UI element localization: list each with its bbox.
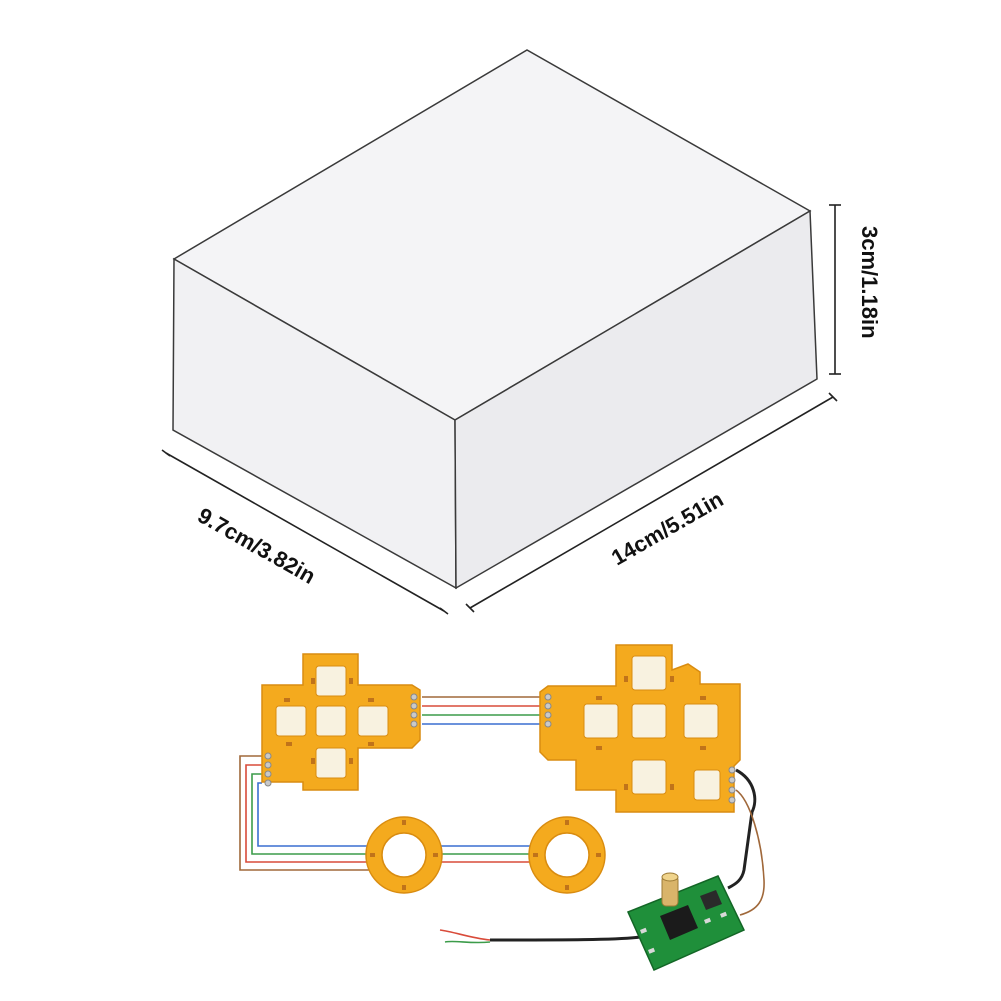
width-dimension-line <box>469 396 834 609</box>
button-pad-left <box>583 703 619 739</box>
smd-component <box>640 927 648 934</box>
buttons-solder-pads <box>544 693 736 804</box>
dimension-lines <box>161 204 841 615</box>
button-led <box>624 784 628 790</box>
button-led <box>670 676 674 682</box>
ring-pcb-hole <box>381 832 427 878</box>
dpad-led <box>368 698 374 702</box>
wire-left-loop-red <box>245 764 380 863</box>
wire-right-cable-2 <box>735 789 765 916</box>
dpad-led <box>284 698 290 702</box>
width-dimension-cap-right <box>828 392 838 402</box>
button-pad-top <box>631 655 667 691</box>
ring-led <box>370 853 375 857</box>
solder-pad <box>544 711 552 719</box>
package-box <box>172 49 818 590</box>
width-label: 14cm/5.51in <box>607 486 728 570</box>
solder-pad <box>264 761 272 769</box>
controller-button-cap-top <box>661 872 679 882</box>
controller-chip-small <box>700 890 722 910</box>
smd-component <box>719 911 728 918</box>
button-led <box>700 696 706 700</box>
led-controller-module <box>626 872 746 971</box>
dpad-led <box>349 758 353 764</box>
solder-pad <box>264 770 272 778</box>
dpad-pad-down <box>315 747 347 779</box>
solder-pad <box>410 702 418 710</box>
dpad-pad-center <box>315 705 347 737</box>
dpad-led <box>368 742 374 746</box>
wire-right-cable <box>727 768 757 890</box>
wire-left-loop-brown <box>239 755 380 871</box>
height-label: 3cm/1.18in <box>857 226 882 339</box>
dpad-pad-left <box>275 705 307 737</box>
dpad-led <box>311 678 315 684</box>
button-led <box>700 746 706 750</box>
wire-left-loop-green <box>251 773 380 855</box>
solder-pad <box>728 786 736 794</box>
solder-pad <box>728 796 736 804</box>
button-pad-corner <box>693 769 721 801</box>
solder-pad <box>544 720 552 728</box>
depth-label: 9.7cm/3.82in <box>194 503 320 589</box>
depth-dimension-cap-right <box>439 607 449 615</box>
solder-pad <box>728 766 736 774</box>
solder-pad <box>410 720 418 728</box>
solder-pad <box>264 752 272 760</box>
ring-led <box>533 853 538 857</box>
ring-led <box>596 853 601 857</box>
smd-component <box>704 917 712 924</box>
wire-lead-red <box>439 929 491 941</box>
ring-led <box>433 853 438 857</box>
solder-pad <box>728 776 736 784</box>
ring-led <box>402 885 406 890</box>
dpad-pad-up <box>315 665 347 697</box>
wire-lead-black <box>489 935 641 942</box>
dpad-led <box>311 758 315 764</box>
ring-led <box>402 820 406 825</box>
buttons-led-pcb <box>539 644 741 813</box>
wire-lead-green <box>444 940 491 944</box>
button-led <box>624 676 628 682</box>
ring-pcb-hole <box>544 832 590 878</box>
buttons-leds <box>596 676 706 790</box>
button-pad-bottom <box>631 759 667 795</box>
ring-led <box>565 885 569 890</box>
dpad-led <box>286 742 292 746</box>
depth-dimension-cap-left <box>161 449 171 457</box>
depth-dimension-line <box>165 452 445 612</box>
ring-leds <box>370 820 438 890</box>
width-dimension-cap-left <box>465 603 475 613</box>
solder-pad <box>544 693 552 701</box>
smd-component <box>648 947 656 954</box>
button-led <box>670 784 674 790</box>
button-pad-right <box>683 703 719 739</box>
solder-pad <box>410 711 418 719</box>
solder-pad <box>410 693 418 701</box>
analog-stick-ring-pcb-right <box>528 816 606 894</box>
dpad-pad-right <box>357 705 389 737</box>
solder-pad <box>544 702 552 710</box>
analog-stick-ring-pcb-left <box>365 816 443 894</box>
solder-pad <box>264 779 272 787</box>
wire-left-loop-blue <box>257 782 380 847</box>
dpad-led <box>349 678 353 684</box>
button-pad-center <box>631 703 667 739</box>
ring-led <box>565 820 569 825</box>
controller-chip <box>660 905 698 940</box>
ring-leds <box>533 820 601 890</box>
dpad-led-pcb <box>261 653 421 791</box>
button-led <box>596 696 602 700</box>
button-led <box>596 746 602 750</box>
controller-components <box>640 911 728 954</box>
box-side-face <box>454 209 818 590</box>
dpad-solder-pads <box>264 693 418 787</box>
dpad-leds <box>284 678 374 764</box>
wires <box>239 696 765 944</box>
